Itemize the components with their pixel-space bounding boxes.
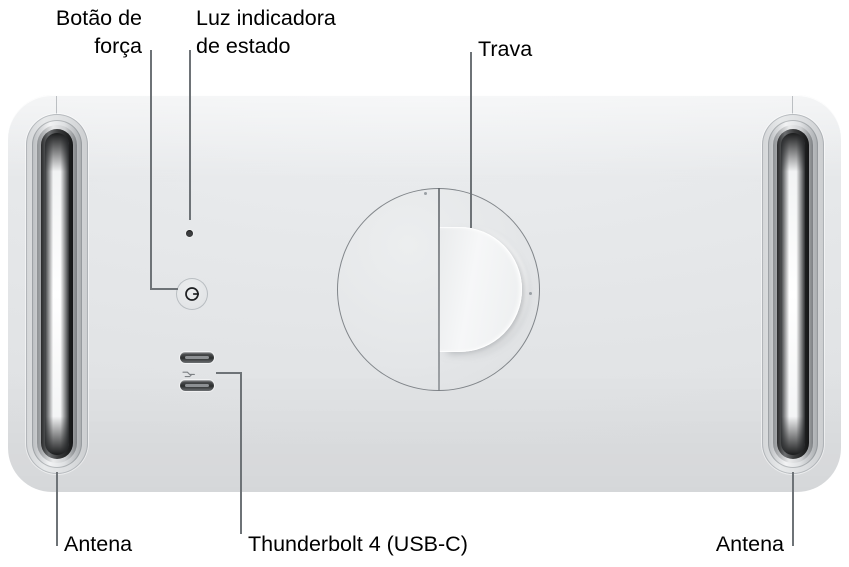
label-thunderbolt: Thunderbolt 4 (USB-C)	[248, 532, 468, 556]
leader-antenna-right	[792, 472, 794, 546]
leader-power-button-vertical	[150, 50, 152, 290]
leader-latch	[470, 52, 472, 228]
power-button[interactable]	[176, 278, 208, 310]
label-status-light: Luz indicadora de estado	[196, 6, 336, 58]
antenna-left	[26, 114, 88, 474]
leader-status-light	[189, 50, 191, 220]
latch-marker-dot-right	[529, 292, 532, 295]
thunderbolt-port-top[interactable]	[180, 352, 214, 363]
latch-marker-dot-top	[424, 192, 427, 195]
chassis-seam-left	[56, 96, 57, 128]
label-power-button: Botão de força	[55, 6, 142, 58]
leader-power-button-horizontal	[150, 288, 178, 290]
antenna-core-gloss	[45, 133, 69, 455]
latch[interactable]	[337, 188, 540, 391]
leader-thunderbolt-vertical	[240, 372, 242, 534]
leader-thunderbolt-horizontal	[216, 372, 242, 374]
antenna-right	[762, 114, 824, 474]
label-antenna-left: Antena	[64, 532, 133, 556]
thunderbolt-port-bottom[interactable]	[180, 380, 214, 391]
latch-divider-line	[437, 188, 440, 391]
thunderbolt-icon	[182, 371, 195, 378]
chassis-seam-right	[792, 96, 793, 128]
status-light-indicator	[186, 230, 193, 237]
antenna-core-gloss	[781, 133, 805, 455]
leader-antenna-left	[56, 472, 58, 546]
label-latch: Trava	[478, 37, 533, 61]
power-icon	[185, 287, 199, 301]
label-antenna-right: Antena	[715, 532, 784, 556]
